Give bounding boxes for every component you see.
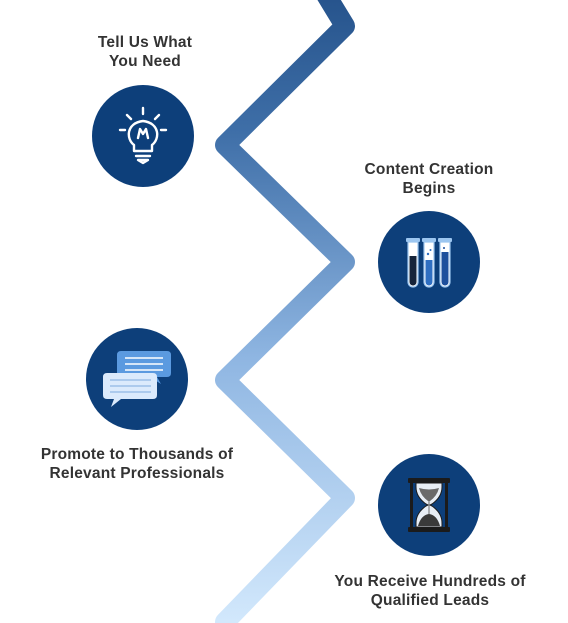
chat-bubbles-icon bbox=[103, 351, 171, 407]
step-2-title-line-2: Begins bbox=[402, 180, 456, 197]
step-3-circle bbox=[86, 328, 188, 430]
step-1-circle bbox=[92, 85, 194, 187]
step-3-title-line-2: Relevant Professionals bbox=[49, 465, 225, 482]
test-tubes-icon bbox=[406, 238, 452, 288]
step-4-title-line-2: Qualified Leads bbox=[370, 592, 490, 609]
step-4-circle bbox=[378, 454, 480, 556]
step-3-title: Promote to Thousands of Relevant Profess… bbox=[14, 445, 260, 483]
step-2-circle bbox=[378, 211, 480, 313]
step-3-title-line-1: Promote to Thousands of bbox=[40, 446, 234, 463]
step-2-title-line-1: Content Creation bbox=[364, 161, 494, 178]
step-2-title: Content Creation Begins bbox=[339, 160, 519, 198]
step-4-title-line-1: You Receive Hundreds of bbox=[334, 573, 526, 590]
step-1-title-line-2: You Need bbox=[109, 53, 181, 70]
hourglass-icon bbox=[408, 478, 450, 532]
lightbulb-icon bbox=[118, 106, 168, 165]
step-4-title: You Receive Hundreds of Qualified Leads bbox=[316, 572, 544, 610]
step-1-title: Tell Us What You Need bbox=[45, 33, 245, 71]
step-1-title-line-1: Tell Us What bbox=[97, 34, 193, 51]
